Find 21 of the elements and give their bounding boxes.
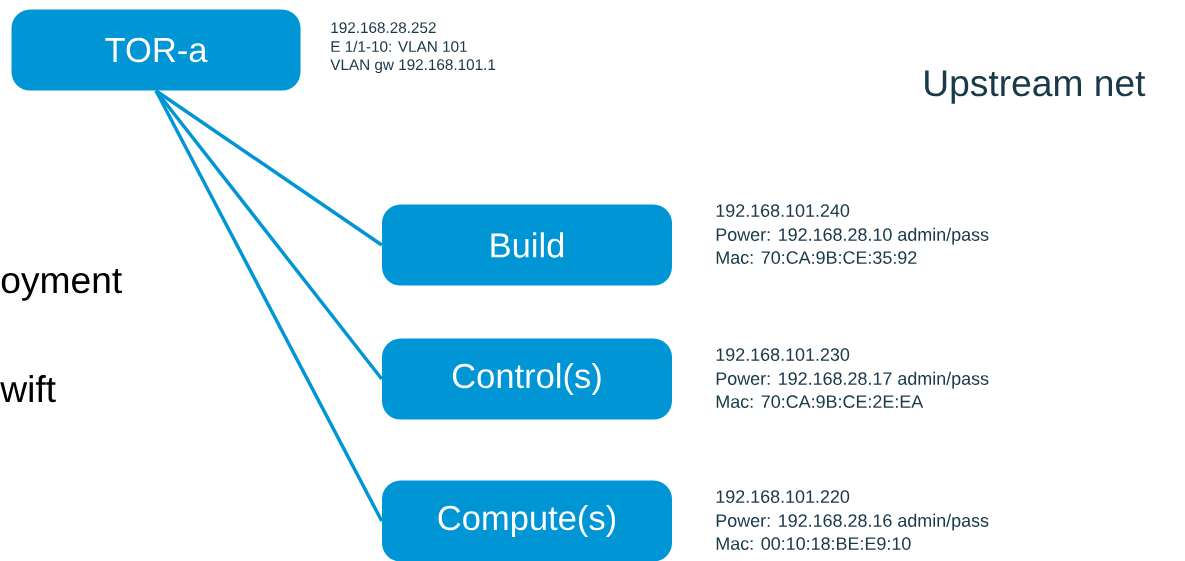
node-box: Build <box>382 204 672 286</box>
info-text: Mac: 70:CA:9B:CE:35:92 <box>716 251 917 264</box>
info-text: 192.168.101.230 <box>716 348 850 361</box>
info-text: Mac: 70:CA:9B:CE:2E:EA <box>716 395 924 408</box>
info-text: E 1/1-10: VLAN 101 <box>331 40 467 52</box>
info-text: Power: 192.168.28.10 admin/pass <box>716 227 989 245</box>
info-text: VLAN gw 192.168.101.1 <box>330 59 496 74</box>
node-box: Control(s) <box>382 338 672 420</box>
info-text: 192.168.101.220 <box>716 490 850 503</box>
info-text: 192.168.28.252 <box>331 22 436 34</box>
info-text: Mac: 00:10:18:BE:E9:10 <box>716 537 911 550</box>
slide-text: wift <box>0 375 56 403</box>
slide-text: oyment <box>1 268 122 301</box>
connector-line <box>154 89 384 522</box>
node-box: TOR-a <box>11 9 301 91</box>
info-text: Power: 192.168.28.16 admin/pass <box>716 513 989 531</box>
info-text: Power: 192.168.28.17 admin/pass <box>716 371 989 389</box>
info-text: 192.168.101.240 <box>716 204 850 217</box>
node-box: Compute(s) <box>382 480 672 561</box>
upstream-label: Upstream net <box>925 70 1146 104</box>
connector-line <box>155 89 383 247</box>
